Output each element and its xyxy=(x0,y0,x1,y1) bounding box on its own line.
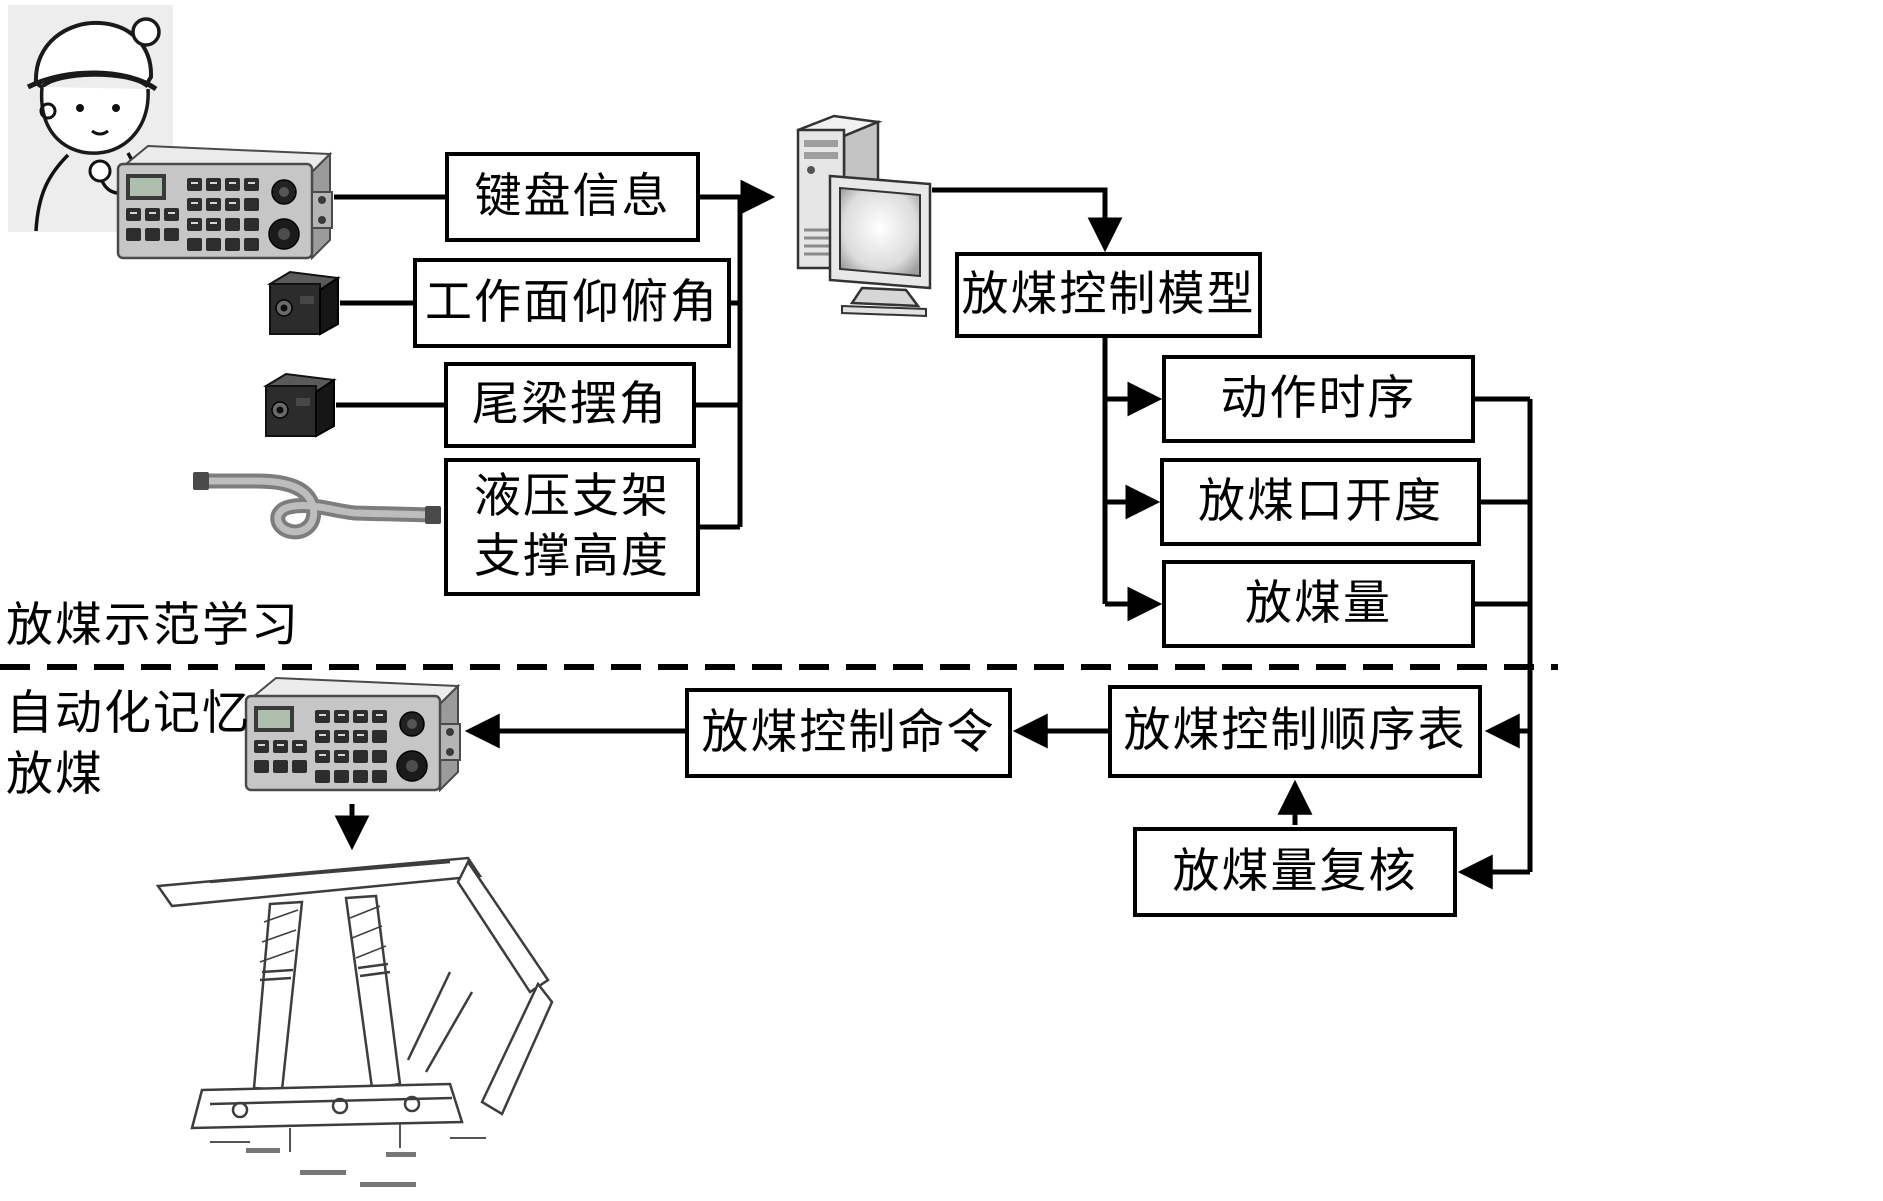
box-keyboard-info: 键盘信息 xyxy=(445,152,700,242)
box-support-height: 液压支架 支撑高度 xyxy=(444,458,700,596)
section-label-demonstration-learning: 放煤示范学习 xyxy=(6,600,300,652)
box-coal-amount: 放煤量 xyxy=(1162,560,1475,648)
box-amount-recheck: 放煤量复核 xyxy=(1133,827,1457,917)
box-sequence-table: 放煤控制顺序表 xyxy=(1108,685,1482,778)
miner-operator-illustration xyxy=(8,5,173,232)
box-tail-beam-angle: 尾梁摆角 xyxy=(444,362,696,448)
box-action-sequence: 动作时序 xyxy=(1162,355,1475,443)
box-control-model: 放煤控制模型 xyxy=(955,252,1262,338)
arrow-computer-to-model xyxy=(932,187,1123,253)
box-opening-degree: 放煤口开度 xyxy=(1160,458,1481,546)
box-control-command: 放煤控制命令 xyxy=(685,688,1012,778)
section-label-automated-memory: 自动化记忆 放煤 xyxy=(6,688,251,802)
box-face-pitch-angle: 工作面仰俯角 xyxy=(413,258,731,348)
